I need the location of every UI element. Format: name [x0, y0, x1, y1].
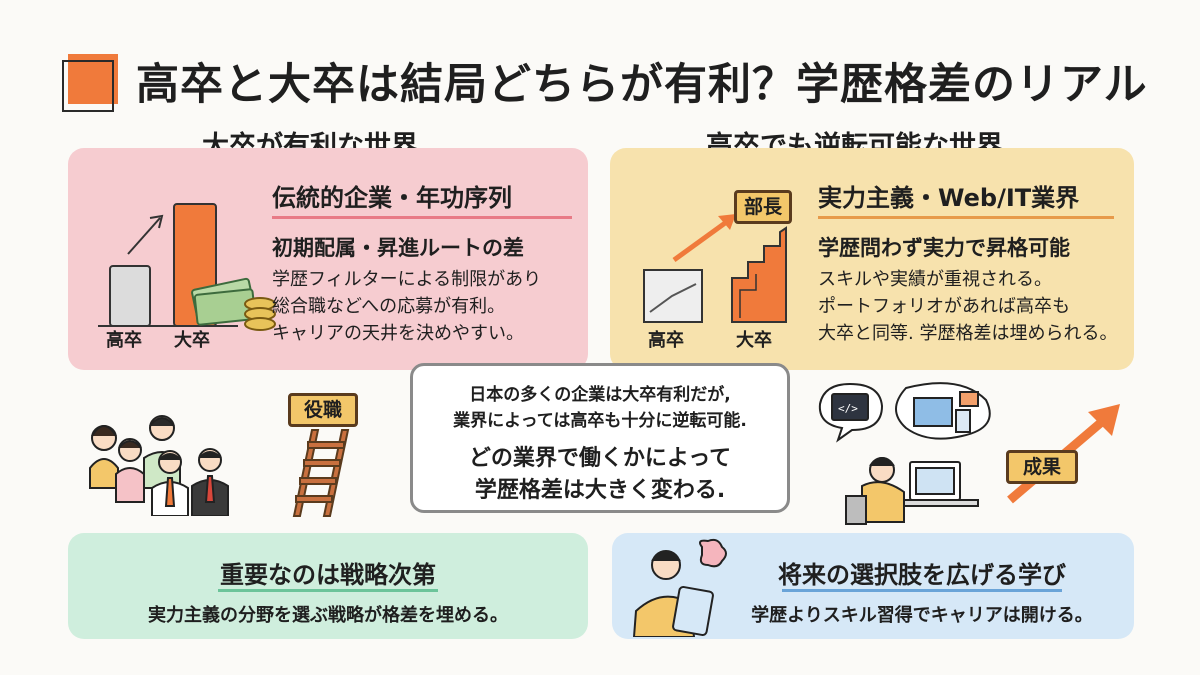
svg-text:</>: </>: [838, 402, 858, 415]
left-line-2: 総合職などへの応募が有利。: [272, 296, 506, 317]
position-sign: 役職: [288, 393, 358, 427]
result-sign: 成果: [1006, 450, 1078, 484]
learner-with-tablet-icon: [632, 538, 727, 637]
summary-box: 日本の多くの企業は大卒有利だが, 業界によっては高卒も十分に逆転可能. どの業界…: [410, 363, 790, 513]
right-line-1: スキルや実績が重視される。: [818, 269, 1052, 290]
summary-line-3: どの業界で働くかによって: [468, 446, 732, 471]
bottom-left-underline: [218, 589, 438, 592]
right-panel: 部長 高卒 大卒 実力主義・Web/IT業界 学歴問わず実力で昇格可能 スキルや…: [610, 148, 1134, 370]
manager-sign: 部長: [734, 190, 792, 224]
right-bar-label-university: 大卒: [736, 330, 772, 351]
bottom-right-title: 将来の選択肢を広げる学び: [778, 561, 1066, 589]
high-school-bar: [109, 265, 151, 327]
right-line-2: ポートフォリオがあれば高卒も: [818, 296, 1070, 317]
up-arrow-icon: [127, 217, 161, 255]
left-subtitle: 伝統的企業・年功序列: [272, 178, 572, 219]
stair-bar-icon: [731, 226, 787, 323]
right-subtitle: 実力主義・Web/IT業界: [818, 178, 1114, 219]
bottom-right-underline: [782, 589, 1062, 592]
bottom-right-panel: 将来の選択肢を広げる学び 学歴よりスキル習得でキャリアは開ける。: [612, 533, 1134, 639]
right-line-3: 大卒と同等. 学歴格差は埋められる。: [818, 323, 1118, 344]
bar-label-university: 大卒: [174, 330, 210, 351]
title-square-icon: [62, 54, 120, 112]
right-bar-label-high-school: 高卒: [648, 330, 684, 351]
money-icon: [191, 277, 276, 331]
rising-arrow-icon: [672, 215, 734, 263]
bottom-right-text: 学歴よりスキル習得でキャリアは開ける。: [751, 605, 1093, 626]
career-chart-illustration: [643, 214, 787, 323]
left-line-1: 学歴フィルターによる制限があり: [272, 269, 542, 290]
summary-line-4: 学歴格差は大きく変わる.: [474, 478, 726, 503]
brain-icon: [699, 538, 727, 568]
right-point-title: 学歴問わず実力で昇格可能: [818, 236, 1070, 260]
left-line-3: キャリアの天井を決めやすい。: [272, 323, 524, 344]
bottom-left-panel: 重要なのは戦略次第 実力主義の分野を選ぶ戦略が格差を埋める。: [68, 533, 588, 639]
page-title: 高卒と大卒は結局どちらが有利？学歴格差のリアル: [136, 60, 1148, 110]
left-panel: 高卒 大卒 伝統的企業・年功序列 初期配属・昇進ルートの差 学歴フィルターによる…: [68, 148, 588, 370]
it-worker-icon: </>: [818, 382, 991, 525]
bottom-left-text: 実力主義の分野を選ぶ戦略が格差を埋める。: [148, 605, 508, 626]
summary-line-2: 業界によっては高卒も十分に逆転可能.: [453, 411, 747, 431]
left-point-title: 初期配属・昇進ルートの差: [272, 236, 524, 260]
summary-line-1: 日本の多くの企業は大卒有利だが,: [469, 385, 731, 405]
bottom-left-title: 重要なのは戦略次第: [220, 561, 436, 589]
bar-label-high-school: 高卒: [106, 330, 142, 351]
ladder-icon: [292, 429, 350, 517]
people-group-icon: [89, 415, 229, 516]
salary-bar-illustration: [98, 203, 276, 331]
